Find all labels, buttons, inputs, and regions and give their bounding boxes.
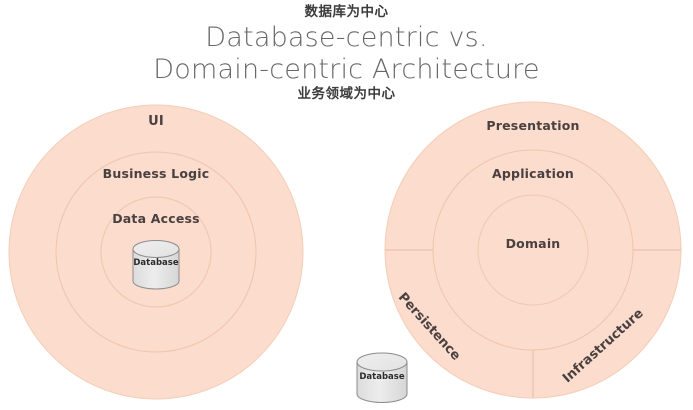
right-ring-domain	[477, 194, 589, 306]
left-database-cylinder	[132, 240, 180, 290]
right-architecture-circle	[384, 101, 682, 399]
bottom-database-cylinder	[356, 352, 408, 403]
